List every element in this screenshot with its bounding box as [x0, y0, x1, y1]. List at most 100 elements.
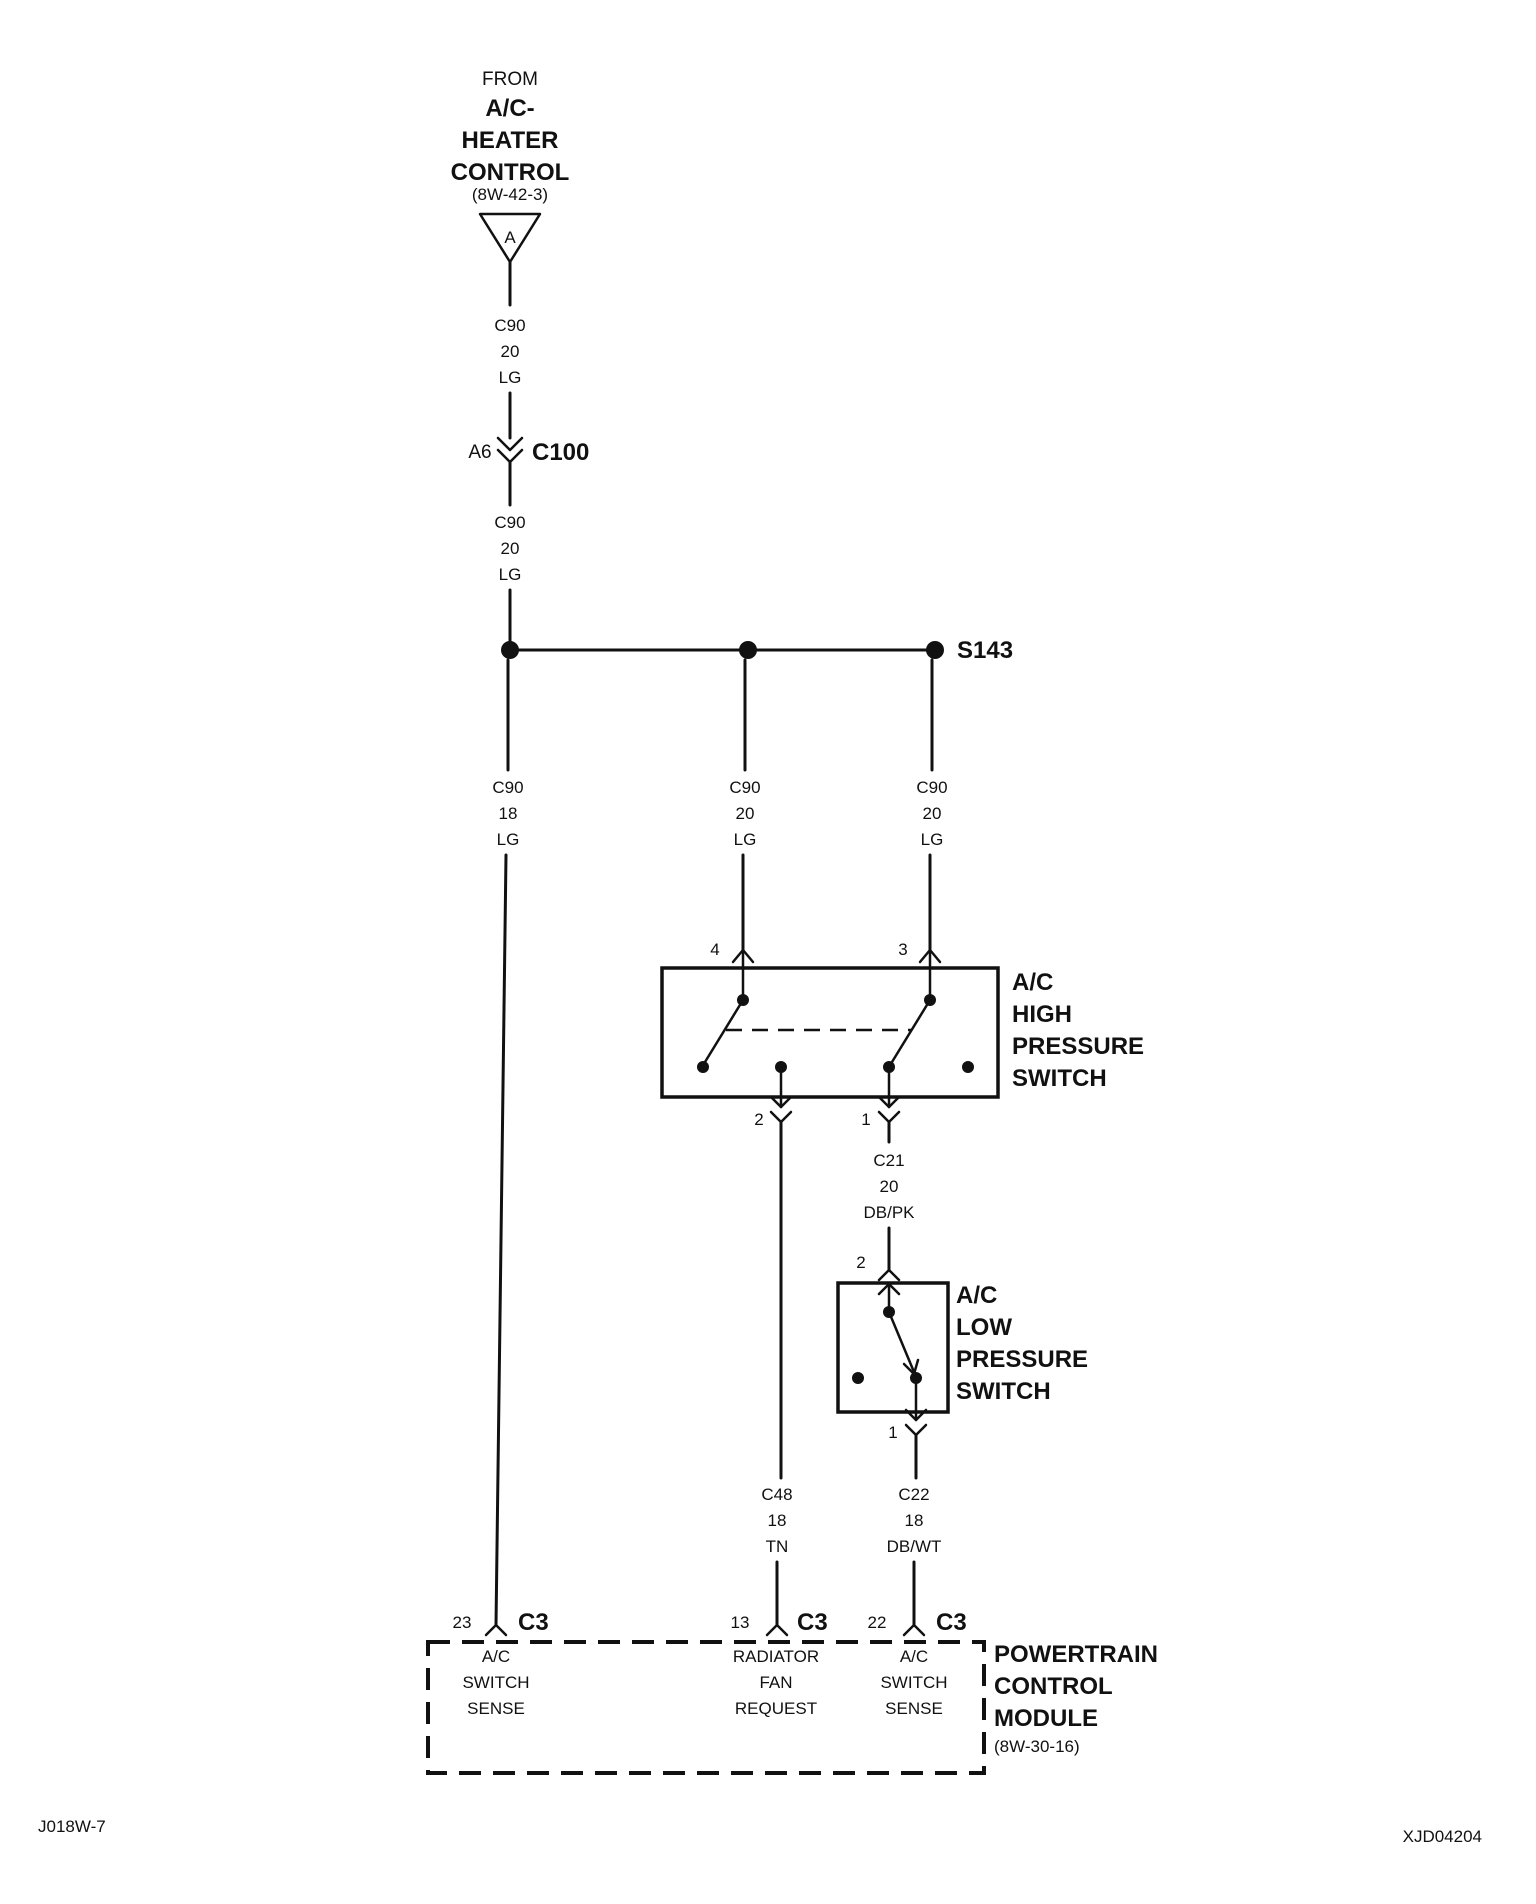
pcm-title-line-1: POWERTRAIN	[994, 1641, 1158, 1668]
hp-pin-1: 1	[861, 1110, 870, 1129]
pcm-c3-23-name: C3	[518, 1609, 549, 1636]
pcm-c3-22-label-3: SENSE	[885, 1699, 943, 1718]
footer-right-code: XJD04204	[1403, 1827, 1482, 1846]
connector-c100: A6 C100	[468, 436, 589, 466]
pcm-c3-13-label-2: FAN	[759, 1673, 792, 1692]
wire-label-left-branch: C90 18 LG	[492, 778, 523, 849]
svg-text:20: 20	[923, 804, 942, 823]
pcm-c3-13-pin: 13	[731, 1613, 750, 1632]
svg-text:A6: A6	[468, 442, 491, 463]
svg-text:20: 20	[501, 539, 520, 558]
wire-label-c48: C48 18 TN	[761, 1485, 792, 1556]
lp-pin-1: 1	[888, 1423, 897, 1442]
source-title-line-2: HEATER	[462, 127, 559, 154]
svg-text:DB/PK: DB/PK	[863, 1203, 915, 1222]
splice-dot-right	[926, 641, 944, 659]
lp-title-line-4: SWITCH	[956, 1378, 1051, 1405]
high-pressure-switch-box	[660, 966, 1000, 1099]
pcm-title-line-2: CONTROL	[994, 1673, 1113, 1700]
lp-title-line-2: LOW	[956, 1314, 1012, 1341]
svg-text:DB/WT: DB/WT	[887, 1537, 942, 1556]
source-title-line-3: CONTROL	[451, 159, 570, 186]
pcm-c3-22-connector-icon	[902, 1623, 926, 1637]
wire-label-c22: C22 18 DB/WT	[887, 1485, 942, 1556]
wire-label-mid-branch: C90 20 LG	[729, 778, 760, 849]
hp-title-line-2: HIGH	[1012, 1001, 1072, 1028]
wire-label-top-lower: C90 20 LG	[494, 513, 525, 584]
low-pressure-switch-box	[836, 1281, 950, 1414]
pcm-c3-23-label-2: SWITCH	[462, 1673, 529, 1692]
svg-text:C90: C90	[492, 778, 523, 797]
pcm-c3-22-label-2: SWITCH	[880, 1673, 947, 1692]
hp-pin-2-arrow-icon	[769, 1095, 793, 1109]
svg-text:20: 20	[880, 1177, 899, 1196]
svg-text:20: 20	[736, 804, 755, 823]
svg-text:C90: C90	[916, 778, 947, 797]
svg-text:LG: LG	[499, 368, 522, 387]
from-label: FROM	[482, 69, 538, 90]
svg-text:C100: C100	[532, 439, 589, 466]
svg-text:18: 18	[905, 1511, 924, 1530]
svg-text:C90: C90	[494, 316, 525, 335]
svg-text:20: 20	[501, 342, 520, 361]
pcm-c3-23-pin: 23	[453, 1613, 472, 1632]
connector-triangle-icon	[478, 212, 542, 264]
wire-left-branch-b	[494, 853, 508, 1627]
lp-title-line-3: PRESSURE	[956, 1346, 1088, 1373]
connector-letter: A	[504, 228, 516, 247]
pcm-c3-22-label-1: A/C	[900, 1647, 928, 1666]
svg-text:18: 18	[499, 804, 518, 823]
pcm-c3-13-label-1: RADIATOR	[733, 1647, 819, 1666]
svg-text:18: 18	[768, 1511, 787, 1530]
footer-left-code: J018W-7	[38, 1817, 106, 1836]
source-title-line-1: A/C-	[485, 95, 534, 122]
pcm-c3-13-label-3: REQUEST	[735, 1699, 817, 1718]
pcm-c3-23-label-3: SENSE	[467, 1699, 525, 1718]
svg-text:C90: C90	[729, 778, 760, 797]
svg-text:LG: LG	[921, 830, 944, 849]
hp-title-line-1: A/C	[1012, 969, 1053, 996]
svg-text:LG: LG	[499, 565, 522, 584]
splice-name: S143	[957, 637, 1013, 664]
lp-blade	[887, 1310, 916, 1374]
pcm-c3-22-pin: 22	[868, 1613, 887, 1632]
lp-title-line-1: A/C	[956, 1282, 997, 1309]
hp-pin-3: 3	[898, 940, 907, 959]
high-pressure-switch: 4 3 2 1 A/C HIGH PRESSURE SWITCH	[660, 940, 1144, 1129]
lp-pin-2-connector-icon	[877, 1268, 901, 1282]
svg-text:TN: TN	[766, 1537, 789, 1556]
pcm-c3-22-name: C3	[936, 1609, 967, 1636]
pcm-c3-13-connector-icon	[765, 1623, 789, 1637]
lp-pin-1-arrow-icon	[904, 1408, 928, 1422]
svg-text:C90: C90	[494, 513, 525, 532]
source-label: FROM A/C- HEATER CONTROL (8W-42-3)	[451, 69, 570, 204]
svg-text:C48: C48	[761, 1485, 792, 1504]
low-pressure-switch: 2 1 A/C LOW PRESSURE SWITCH	[836, 1253, 1088, 1442]
svg-text:LG: LG	[497, 830, 520, 849]
pcm-c3-23-connector-icon	[484, 1623, 508, 1637]
source-ref: (8W-42-3)	[472, 185, 548, 204]
splice-dot-mid	[739, 641, 757, 659]
hp-pin-2: 2	[754, 1110, 763, 1129]
hp-title-line-4: SWITCH	[1012, 1065, 1107, 1092]
splice-dot-left	[501, 641, 519, 659]
pcm-ref: (8W-30-16)	[994, 1737, 1080, 1756]
lp-pin-2: 2	[856, 1253, 865, 1272]
pcm-c3-13-name: C3	[797, 1609, 828, 1636]
pcm-title-line-3: MODULE	[994, 1705, 1098, 1732]
pcm-module: 23 C3 A/C SWITCH SENSE 13 C3 RADIATOR FA…	[426, 1609, 1158, 1775]
hp-title-line-3: PRESSURE	[1012, 1033, 1144, 1060]
pcm-dashed-box	[426, 1640, 986, 1775]
wire-label-c21: C21 20 DB/PK	[863, 1151, 915, 1222]
svg-text:LG: LG	[734, 830, 757, 849]
pcm-c3-23-label-1: A/C	[482, 1647, 510, 1666]
hp-blade-left	[703, 998, 745, 1064]
hp-pin-1-arrow-icon	[877, 1095, 901, 1109]
inline-connector-icon	[496, 436, 524, 464]
wire-label-right-branch: C90 20 LG	[916, 778, 947, 849]
wire-label-top-upper: C90 20 LG	[494, 316, 525, 387]
hp-pin-4: 4	[710, 940, 719, 959]
svg-text:C21: C21	[873, 1151, 904, 1170]
svg-text:C22: C22	[898, 1485, 929, 1504]
